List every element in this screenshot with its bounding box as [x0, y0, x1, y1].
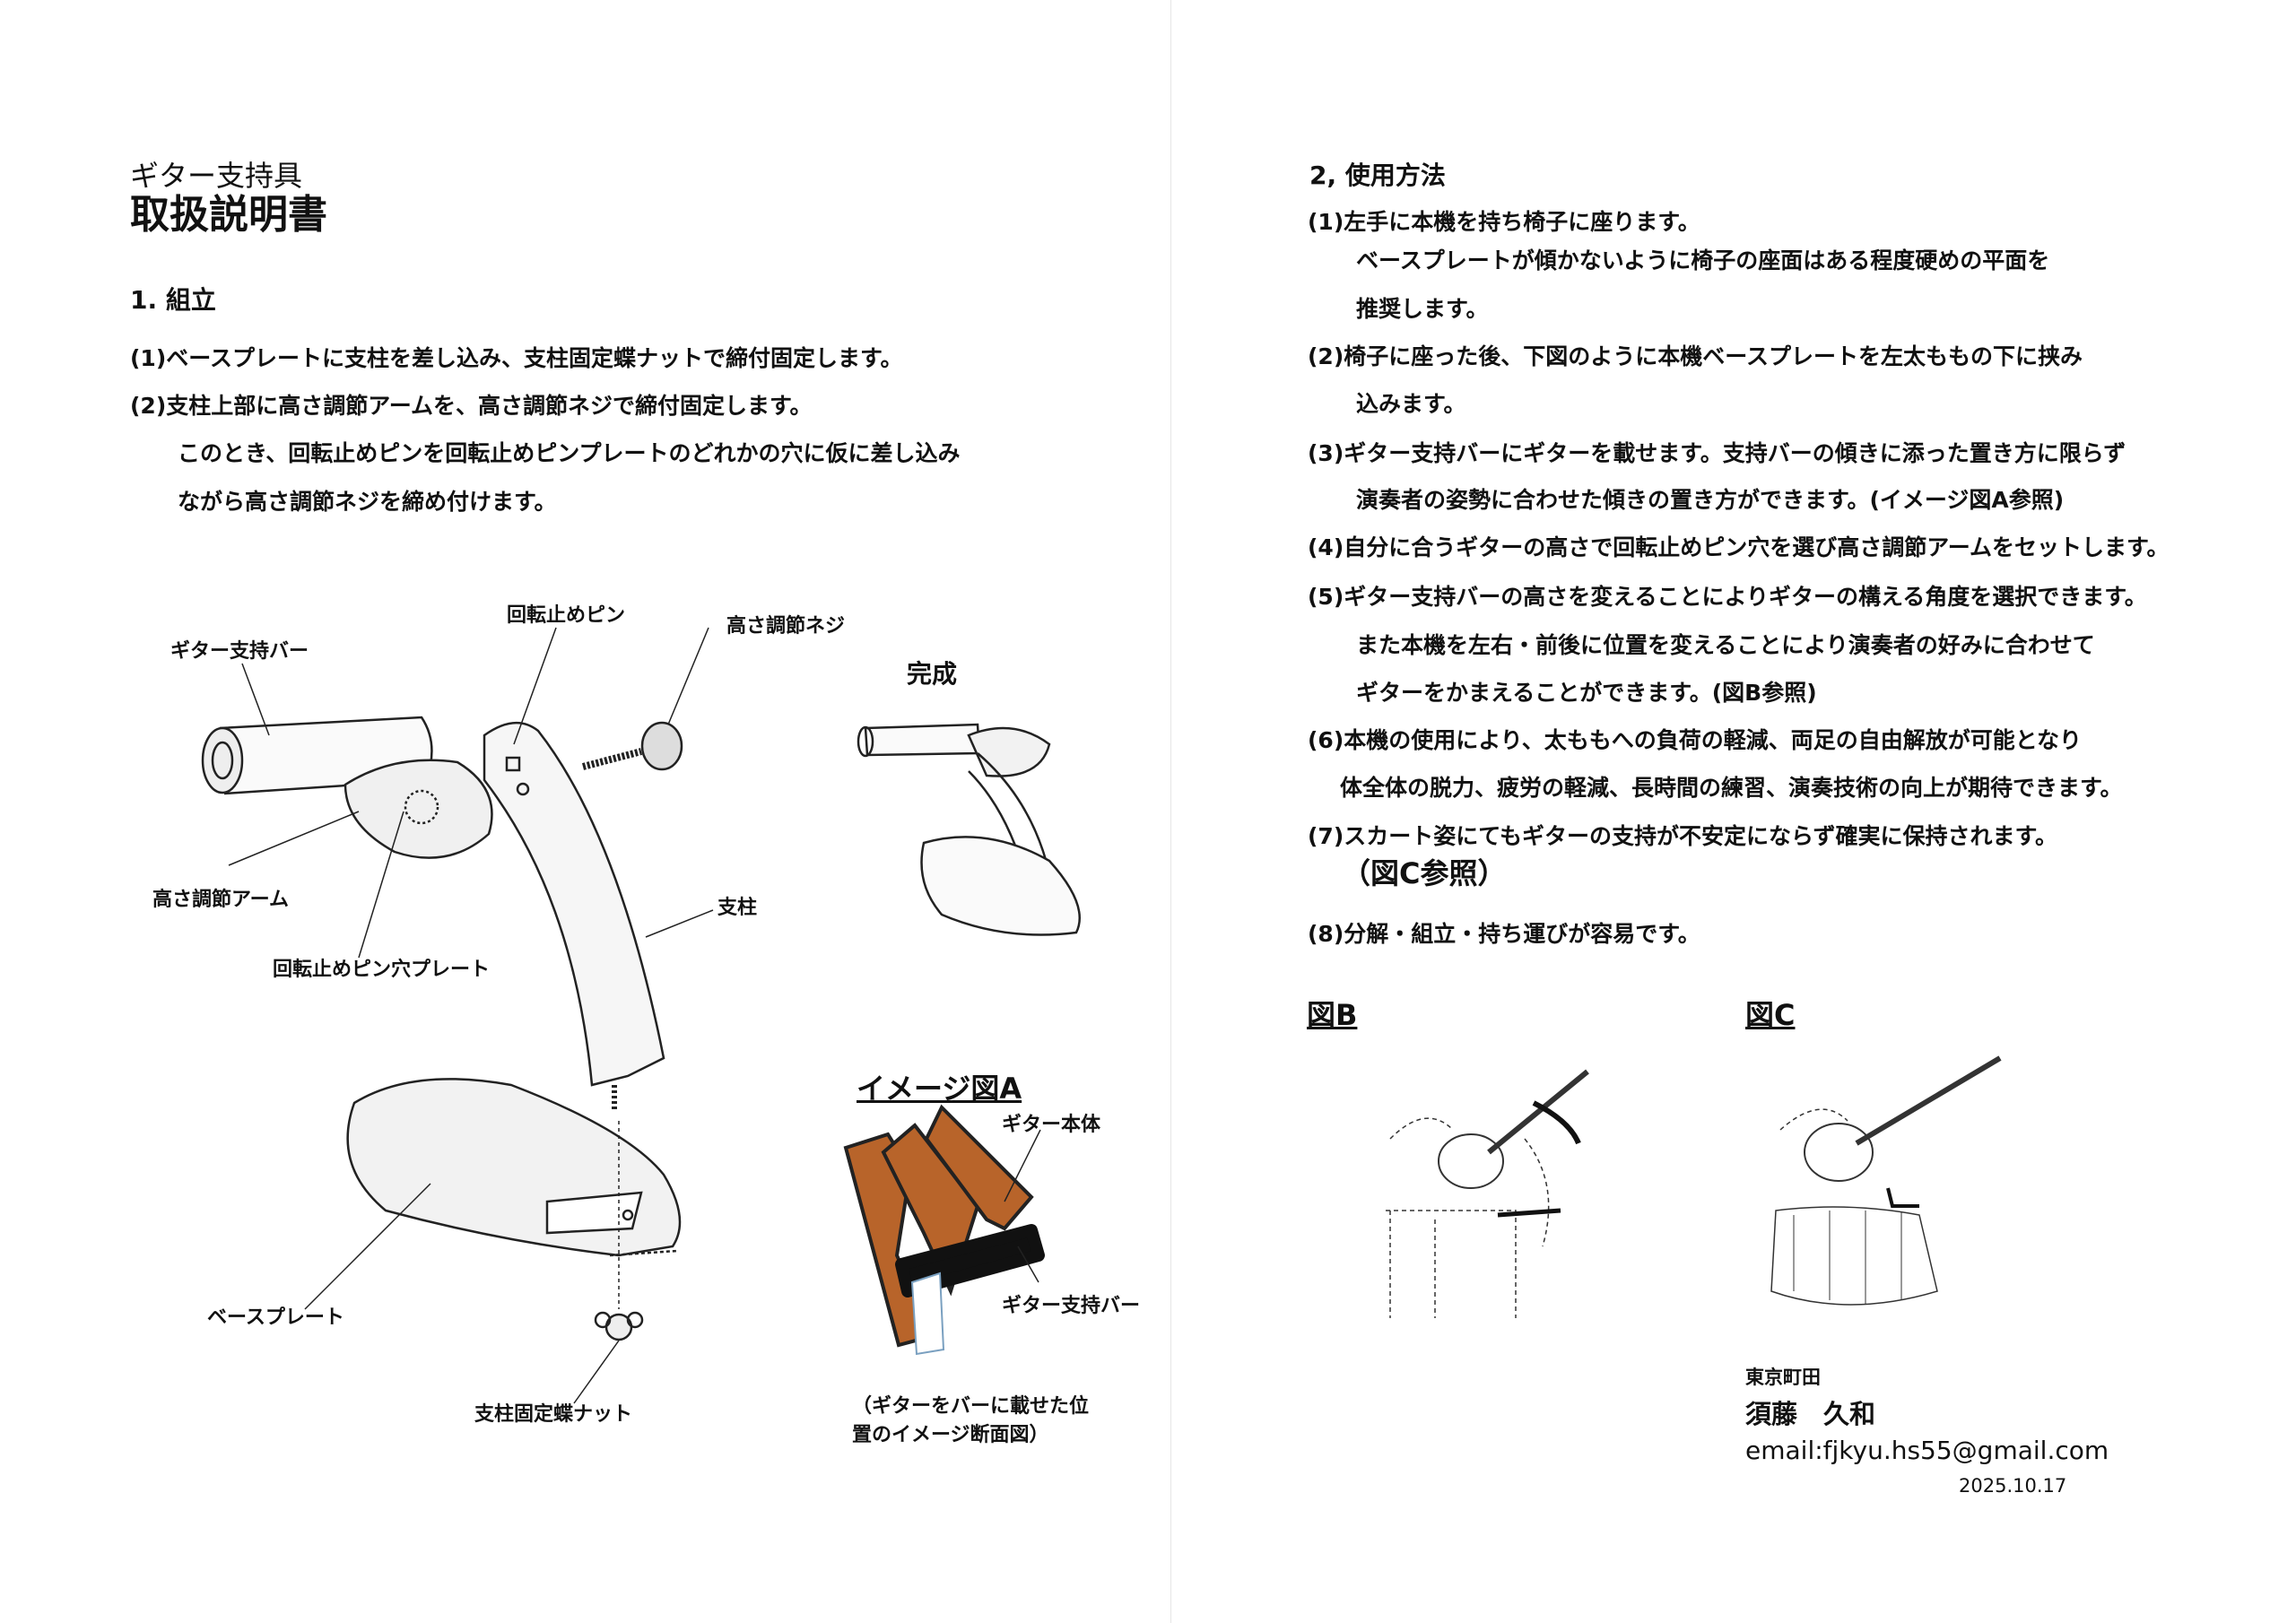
usage-line-1: (1)左手に本機を持ち椅子に座ります。 — [1308, 209, 1700, 235]
usage-line-11: ギターをかまえることができます。(図B参照) — [1356, 680, 1817, 706]
label-base-plate: ベースプレート — [207, 1306, 344, 1329]
assembly-step-2-note: このとき、回転止めピンを回転止めピンプレートのどれかの穴に仮に差し込み — [178, 440, 961, 466]
usage-line-16: (8)分解・組立・持ち運びが容易です。 — [1308, 921, 1700, 947]
post-section — [910, 1271, 945, 1356]
figure-c-title: 図C — [1745, 998, 1796, 1032]
image-a-drawing — [843, 1104, 1045, 1356]
image-a-title: イメージ図A — [857, 1072, 1022, 1106]
label-wing-nut: 支柱固定蝶ナット — [474, 1403, 633, 1426]
image-a-caption-line1: （ギターをバーに載せた位 — [852, 1395, 1090, 1418]
figure-c-drawing — [1770, 1055, 2002, 1306]
doc-title: 取扱説明書 — [130, 192, 327, 238]
section2-heading: 2, 使用方法 — [1309, 161, 1446, 190]
label-complete: 完成 — [907, 659, 958, 689]
wing-nut-drawing — [594, 1121, 644, 1341]
contact-email: email:fjkyu.hs55@gmail.com — [1745, 1436, 2109, 1465]
base-plate-drawing — [346, 1078, 682, 1257]
guitar-neck — [1855, 1055, 2002, 1146]
usage-line-15: （図C参照） — [1342, 856, 1507, 890]
doc-subtitle: ギター支持具 — [130, 159, 303, 193]
label-pin-plate: 回転止めピン穴プレート — [273, 959, 491, 981]
label-post: 支柱 — [718, 897, 758, 919]
completed-stand-drawing — [857, 723, 1081, 936]
guitar-body — [1804, 1123, 1874, 1182]
label-guitar-body: ギター本体 — [1002, 1114, 1101, 1136]
assembly-step-1: (1)ベースプレートに支柱を差し込み、支柱固定蝶ナットで締付固定します。 — [130, 345, 903, 371]
label-rotation-pin: 回転止めピン — [507, 604, 626, 627]
post-drawing — [483, 721, 665, 1112]
angle-arrow — [1532, 1100, 1581, 1145]
figure-b-drawing — [1386, 1069, 1589, 1318]
height-screw-drawing — [581, 721, 683, 771]
contact-date: 2025.10.17 — [1959, 1475, 2067, 1497]
contact-location: 東京町田 — [1745, 1367, 1821, 1388]
contact-name: 須藤 久和 — [1745, 1399, 1876, 1429]
usage-line-12: (6)本機の使用により、太ももへの負荷の軽減、両足の自由解放が可能となり — [1308, 727, 2082, 753]
usage-line-8: (4)自分に合うギターの高さで回転止めピン穴を選び高さ調節アームをセットします。 — [1308, 534, 2170, 560]
skirt — [1770, 1206, 1938, 1306]
figure-b-title: 図B — [1307, 998, 1358, 1032]
label-height-screw: 高さ調節ネジ — [726, 615, 846, 638]
usage-line-2: ベースプレートが傾かないように椅子の座面はある程度硬めの平面を — [1356, 247, 2050, 273]
usage-line-9: (5)ギター支持バーの高さを変えることによりギターの構える角度を選択できます。 — [1308, 584, 2147, 610]
usage-line-5: 込みます。 — [1356, 391, 1466, 417]
assembly-step-2-note-cont: ながら高さ調節ネジを締め付けます。 — [178, 489, 557, 515]
usage-line-6: (3)ギター支持バーにギターを載せます。支持バーの傾きに添った置き方に限らず — [1308, 440, 2126, 466]
chair-and-player — [1386, 1117, 1550, 1318]
usage-line-7: 演奏者の姿勢に合わせた傾きの置き方ができます。(イメージ図A参照) — [1356, 487, 2065, 513]
usage-line-4: (2)椅子に座った後、下図のように本機ベースプレートを左太ももの下に挟み — [1308, 343, 2083, 369]
label-image-a-bar: ギター支持バー — [1002, 1295, 1141, 1317]
height-arm-drawing — [344, 759, 493, 859]
usage-line-14: (7)スカート姿にてもギターの支持が不安定にならず確実に保持されます。 — [1308, 823, 2057, 849]
guitar-body — [1438, 1133, 1504, 1189]
assembly-step-2: (2)支柱上部に高さ調節アームを、高さ調節ネジで締付固定します。 — [130, 393, 813, 419]
position-arrow — [1497, 1208, 1561, 1218]
usage-line-13: 体全体の脱力、疲労の軽減、長時間の練習、演奏技術の向上が期待できます。 — [1340, 775, 2123, 801]
guitar-neck — [1487, 1069, 1589, 1155]
label-height-arm: 高さ調節アーム — [152, 889, 290, 911]
usage-line-10: また本機を左右・前後に位置を変えることにより演奏者の好みに合わせて — [1356, 632, 2095, 658]
leader-lines — [228, 627, 714, 1404]
image-a-caption-line2: 置のイメージ断面図） — [852, 1424, 1049, 1446]
label-support-bar: ギター支持バー — [170, 640, 309, 663]
page-fold-line — [1170, 0, 1171, 1623]
usage-line-3: 推奨します。 — [1356, 296, 1489, 322]
section1-heading: 1. 組立 — [130, 285, 216, 315]
